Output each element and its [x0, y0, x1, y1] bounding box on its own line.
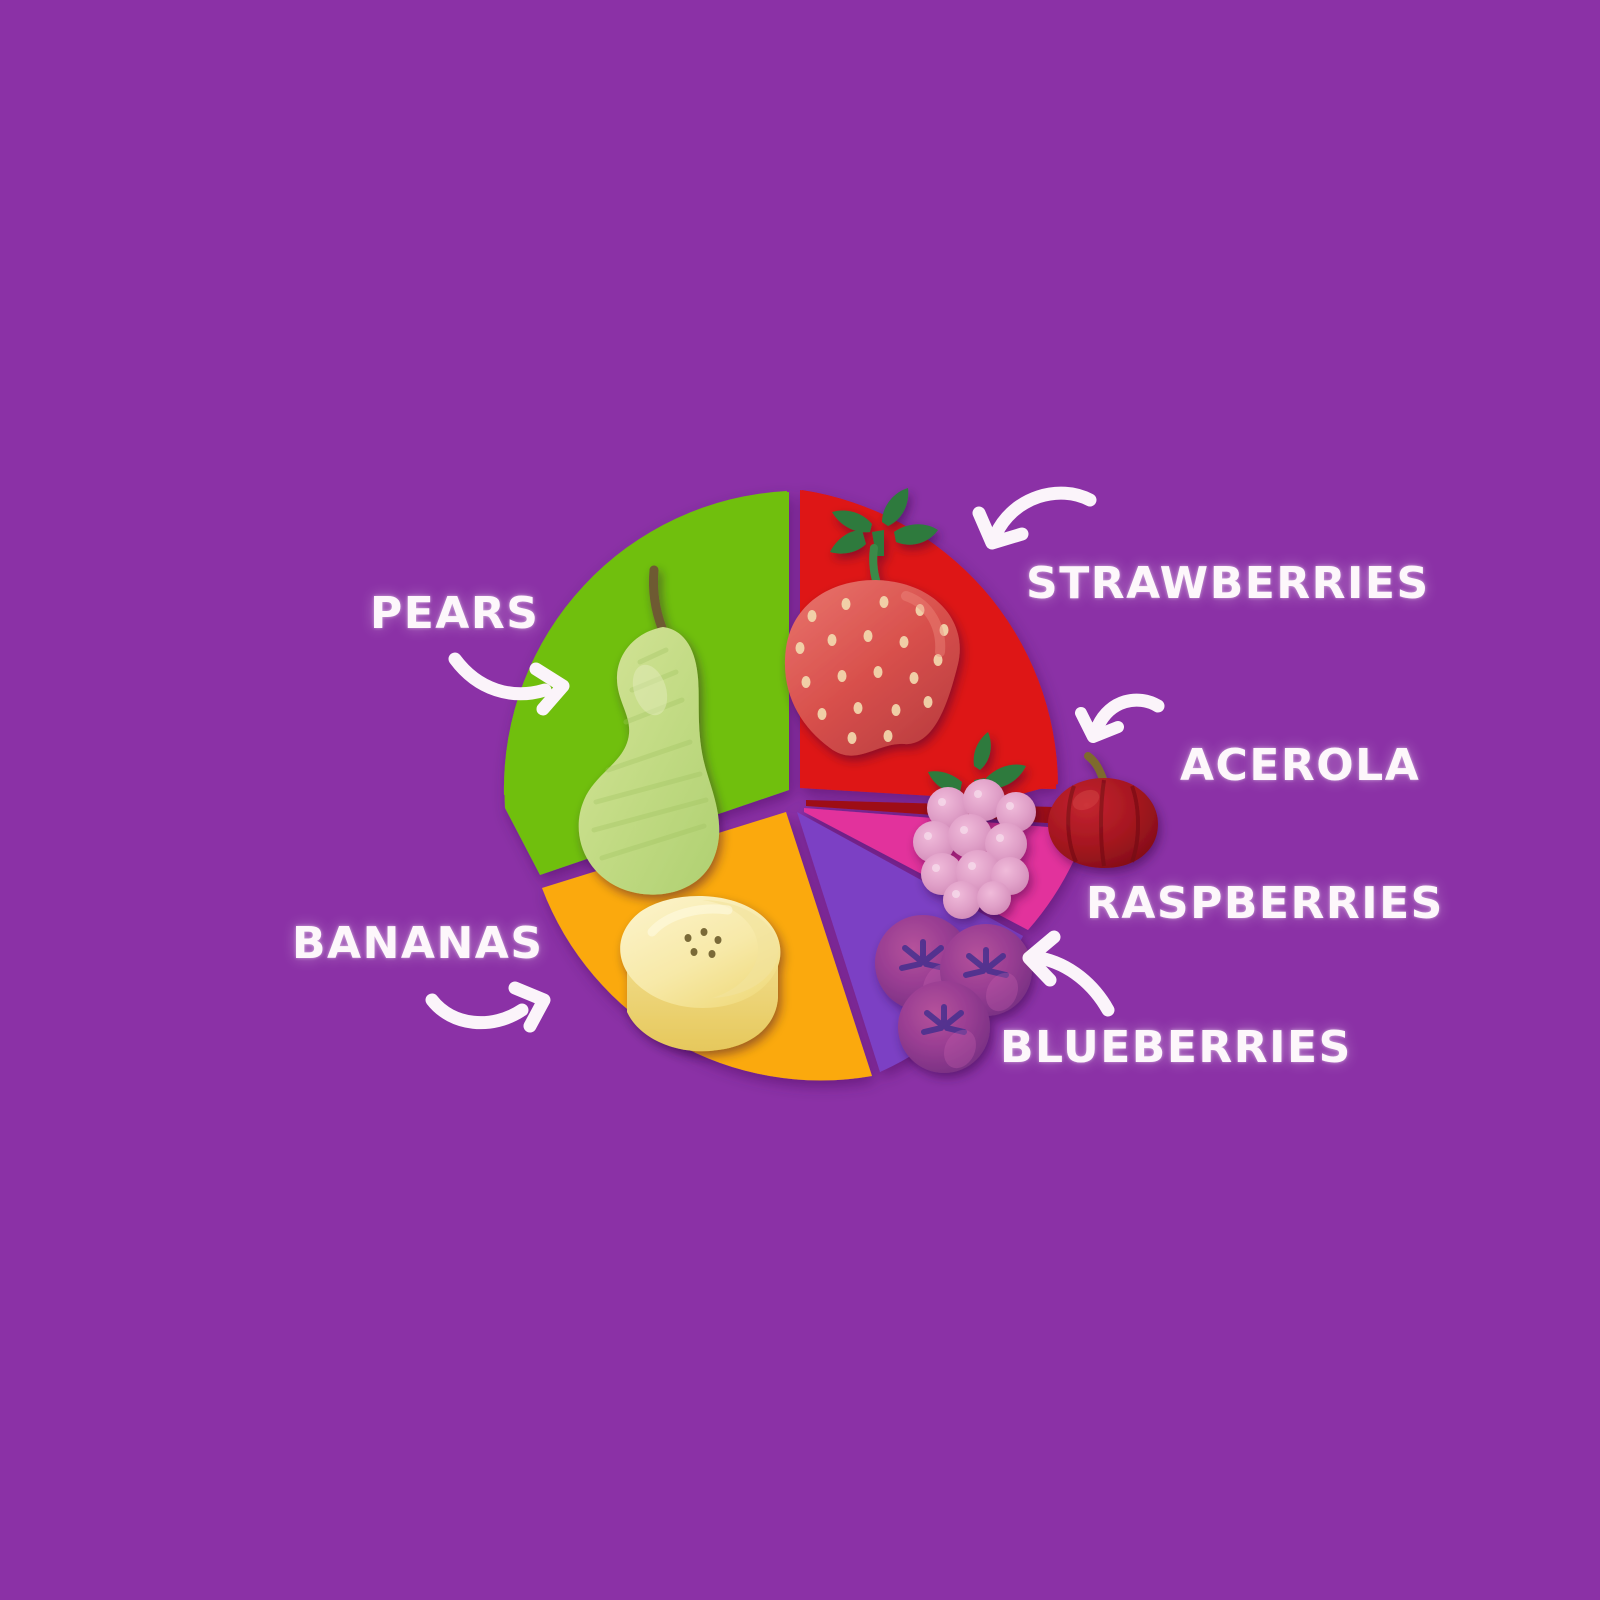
pie-slices	[503, 490, 1090, 1081]
arrow-pears	[448, 652, 570, 716]
arrow-bananas	[425, 981, 551, 1033]
banana-slice-illustration	[620, 895, 781, 1052]
label-strawberries: STRAWBERRIES	[1026, 558, 1430, 609]
label-raspberries: RASPBERRIES	[1086, 878, 1444, 929]
label-blueberries: BLUEBERRIES	[1000, 1022, 1352, 1073]
raspberry-illustration	[913, 732, 1036, 919]
pear-illustration	[578, 565, 720, 895]
blueberry-3	[898, 981, 990, 1073]
arrow-acerola	[1075, 693, 1165, 743]
label-acerola: ACEROLA	[1180, 740, 1421, 791]
label-bananas: BANANAS	[292, 918, 544, 969]
banana-seeds	[684, 928, 722, 958]
acerola-illustration	[1048, 752, 1158, 868]
acerola-ribs	[1066, 779, 1140, 867]
callout-arrows	[425, 486, 1165, 1033]
blueberry-illustration	[875, 915, 1032, 1073]
strawberry-illustration	[784, 488, 960, 756]
arrow-strawberries	[972, 486, 1097, 550]
strawberry-leaves	[830, 488, 938, 556]
raspberry-highlights	[924, 790, 1014, 898]
raspberry-drupelets	[913, 779, 1036, 919]
label-pears: PEARS	[370, 588, 540, 639]
arrow-blueberries	[1022, 930, 1115, 1017]
